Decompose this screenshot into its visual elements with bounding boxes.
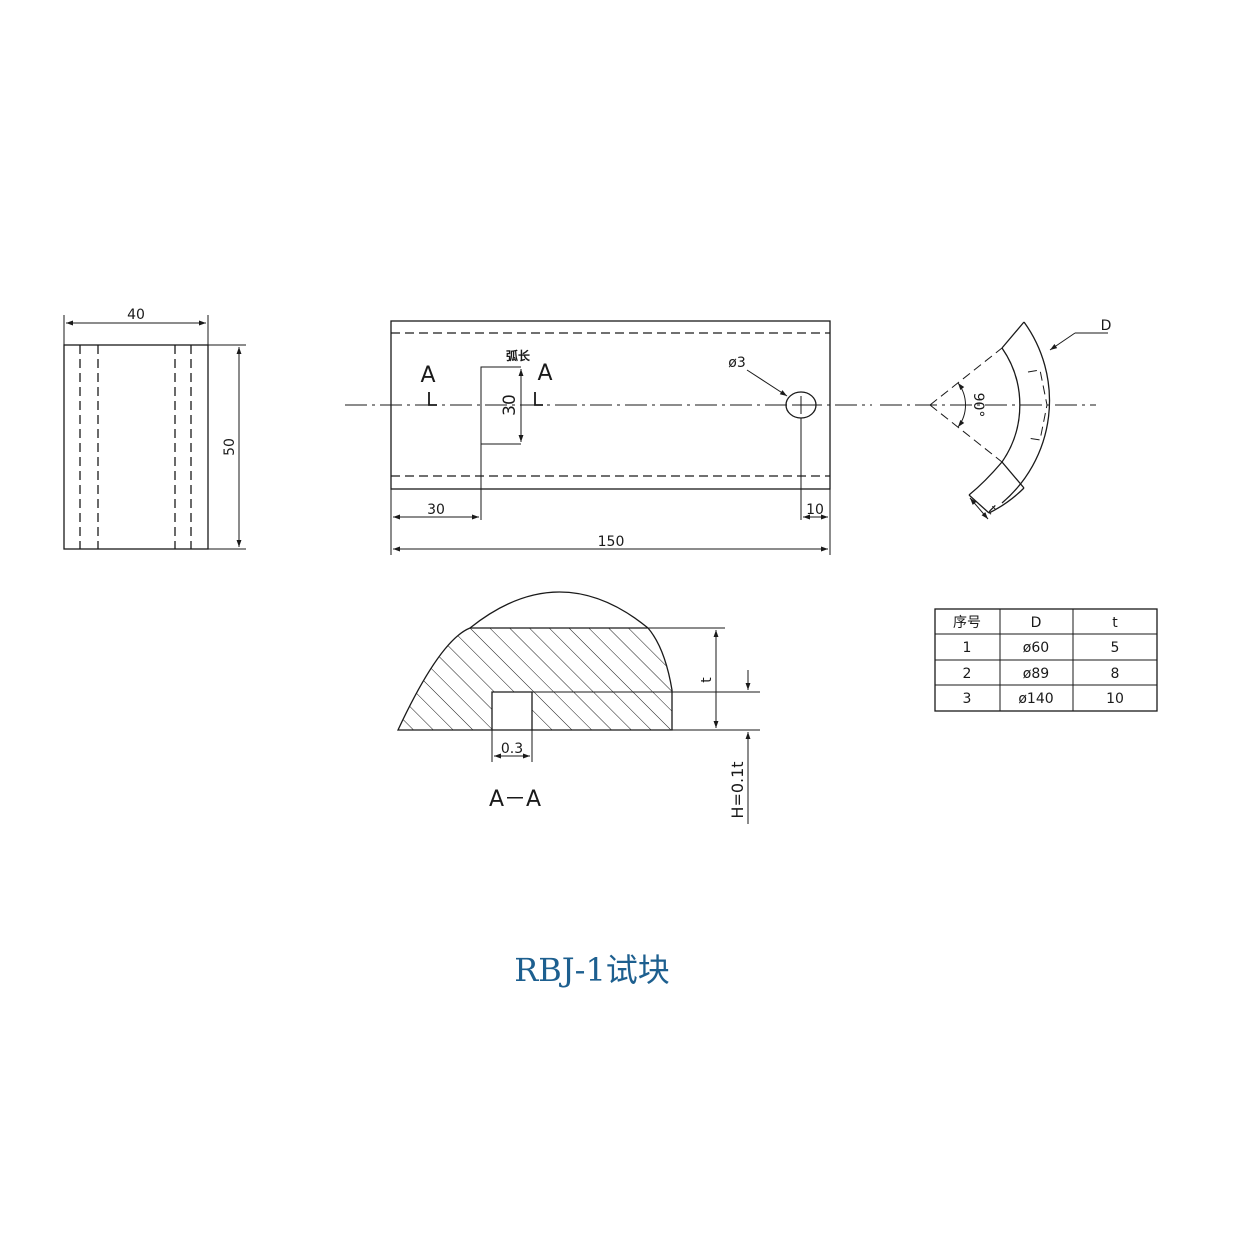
- table-cell: 1: [963, 640, 972, 656]
- offset-right-label: 10: [806, 502, 824, 518]
- end-view: 90° D t: [880, 318, 1112, 520]
- top-view: 30 弧长 A A ø3 30 10 150: [345, 320, 872, 555]
- thickness-label-section: t: [699, 677, 715, 683]
- side-view: 40 50: [63, 307, 246, 550]
- hole-diameter-label: ø3: [728, 355, 745, 371]
- section-mark-right: A: [537, 361, 552, 386]
- table-cell: ø60: [1023, 640, 1049, 656]
- section-mark-left: A: [420, 363, 435, 388]
- thickness-label-end: t: [984, 503, 1000, 519]
- table-cell: ø140: [1018, 691, 1053, 707]
- table-cell: ø89: [1023, 666, 1049, 682]
- table-header-cell: t: [1112, 615, 1118, 631]
- notch-depth-label: H=0.1t: [728, 761, 747, 818]
- total-length-label: 150: [598, 534, 625, 550]
- section-view: t H=0.1t 0.3 A－A: [396, 591, 760, 824]
- table-cell: 8: [1111, 666, 1120, 682]
- section-label: A－A: [489, 787, 541, 812]
- table-cell: 10: [1106, 691, 1124, 707]
- side-width-label: 40: [127, 307, 145, 323]
- notch-length-label: 30: [500, 394, 520, 416]
- table-header-cell: D: [1031, 615, 1042, 631]
- diameter-label: D: [1101, 318, 1112, 334]
- offset-left-label: 30: [427, 502, 445, 518]
- drawing-title: RBJ-1试块: [514, 951, 670, 989]
- side-height-label: 50: [222, 438, 238, 456]
- notch-width-label: 0.3: [501, 741, 523, 757]
- table-cell: 2: [963, 666, 972, 682]
- table-header-cell: 序号: [953, 615, 981, 631]
- angle-label: 90°: [970, 393, 986, 418]
- arc-length-label: 弧长: [506, 348, 531, 363]
- table-cell: 3: [963, 691, 972, 707]
- table-cell: 5: [1111, 640, 1120, 656]
